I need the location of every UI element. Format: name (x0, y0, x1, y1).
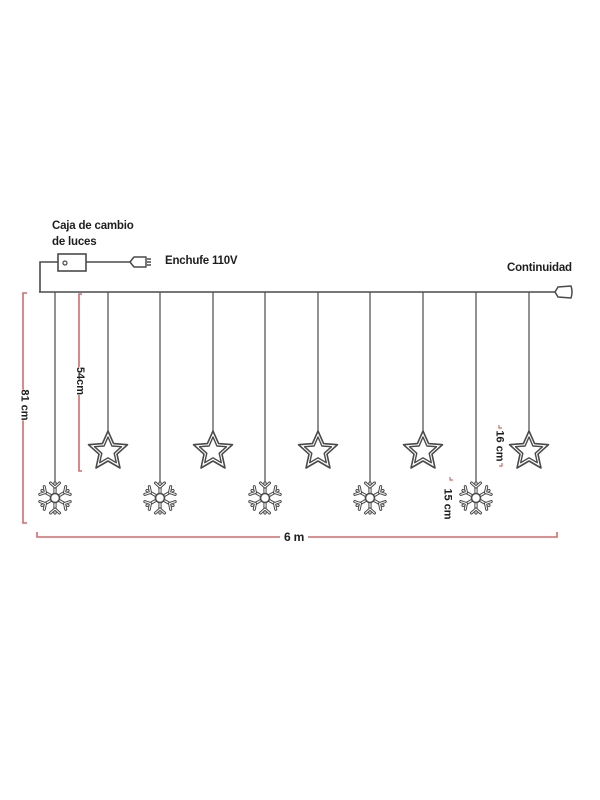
plug-label: Enchufe 110V (165, 255, 238, 267)
star-size-label: 16 cm (491, 430, 508, 462)
continuity-label: Continuidad (507, 262, 572, 274)
snowflake-size-label: 15 cm (439, 488, 456, 520)
snowflake-icon (40, 483, 70, 513)
switch-box-label-line2: de luces (52, 236, 97, 248)
star-icon (402, 430, 444, 469)
pendant-drops (54, 292, 530, 482)
star-drop-label: 54cm (72, 366, 89, 396)
star-icon (508, 430, 550, 469)
star-icon (192, 430, 234, 469)
snowflake-pendants (40, 483, 491, 513)
continuity-connector-icon (554, 285, 573, 299)
dimension-16cm-ticks (498, 425, 503, 467)
total-width-label: 6 m (280, 530, 309, 544)
switch-box-wiring (39, 253, 151, 292)
plug-icon (129, 256, 151, 268)
star-pendants (87, 430, 550, 469)
star-icon (297, 430, 339, 469)
switch-box-icon (57, 253, 87, 272)
switch-box-label-line1: Caja de cambio (52, 220, 134, 232)
star-icon (87, 430, 129, 469)
snowflake-icon (250, 483, 280, 513)
snowflake-icon (145, 483, 175, 513)
snowflake-icon (461, 483, 491, 513)
total-drop-label: 81 cm (16, 389, 33, 421)
snowflake-icon (355, 483, 385, 513)
dimension-15cm-ticks (449, 477, 453, 481)
